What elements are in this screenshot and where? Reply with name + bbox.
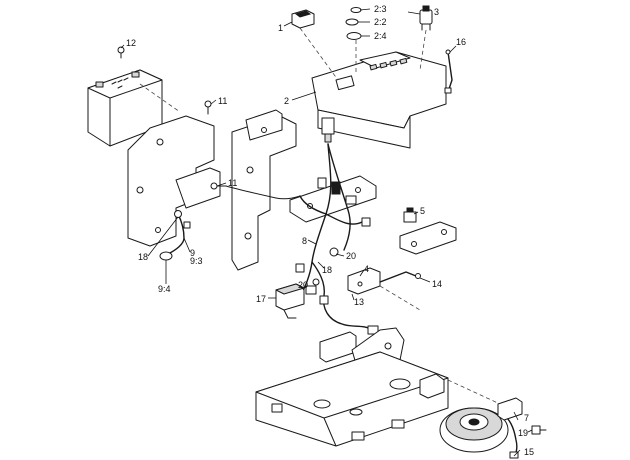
callout-18-left: 18	[138, 252, 148, 262]
callout-9: 9	[190, 248, 195, 258]
callout-8: 8	[302, 236, 307, 246]
callout-4: 4	[364, 264, 369, 274]
wire-harness	[225, 143, 379, 335]
callout-1: 1	[278, 23, 283, 33]
bolt-lower	[210, 182, 227, 190]
callout-2-4: 2:4	[374, 31, 387, 41]
middle-frame-panel	[231, 109, 297, 271]
callout-20-upper: 20	[346, 251, 356, 261]
callout-3: 3	[434, 7, 439, 17]
clutch-bracket	[497, 397, 523, 421]
key-switch	[291, 9, 315, 29]
link-rod	[379, 271, 421, 283]
leader-lines	[120, 8, 533, 457]
callout-11-upper: 11	[218, 96, 227, 106]
callout-16: 16	[456, 37, 466, 47]
washer-stack	[345, 7, 362, 40]
right-bracket	[399, 221, 457, 255]
callout-18-center: 18	[322, 265, 332, 275]
callout-11-lower: 11	[228, 178, 237, 188]
throttle-cable	[444, 49, 453, 94]
callout-7: 7	[524, 413, 529, 423]
battery	[87, 69, 163, 147]
cross-brace	[289, 175, 377, 223]
control-module	[275, 283, 305, 319]
base-frame	[255, 351, 449, 447]
dash-panel	[311, 51, 447, 149]
callout-15: 15	[524, 447, 534, 457]
center-switch	[321, 117, 335, 143]
callout-19: 19	[518, 428, 528, 438]
callout-12: 12	[126, 38, 136, 48]
left-frame-panel	[127, 115, 221, 247]
battery-bolt	[117, 46, 125, 59]
callout-20-lower: 20	[298, 280, 308, 290]
callout-13: 13	[354, 297, 364, 307]
callout-14: 14	[432, 279, 442, 289]
bolt-upper	[204, 100, 212, 115]
callout-2: 2	[284, 96, 289, 106]
pto-switch	[419, 5, 433, 31]
relay	[403, 207, 417, 223]
connector	[531, 425, 547, 435]
callout-9-4: 9:4	[158, 284, 171, 294]
callout-17: 17	[256, 294, 266, 304]
callout-9-3: 9:3	[190, 256, 203, 266]
pto-clutch	[439, 407, 519, 459]
callout-5: 5	[420, 206, 425, 216]
callout-2-2: 2:2	[374, 17, 387, 27]
callout-2-3: 2:3	[374, 4, 387, 14]
callout-labels: 1 2 2:3 2:2 2:4 3 16 12 11 11 5 8 20 18 …	[126, 4, 534, 457]
